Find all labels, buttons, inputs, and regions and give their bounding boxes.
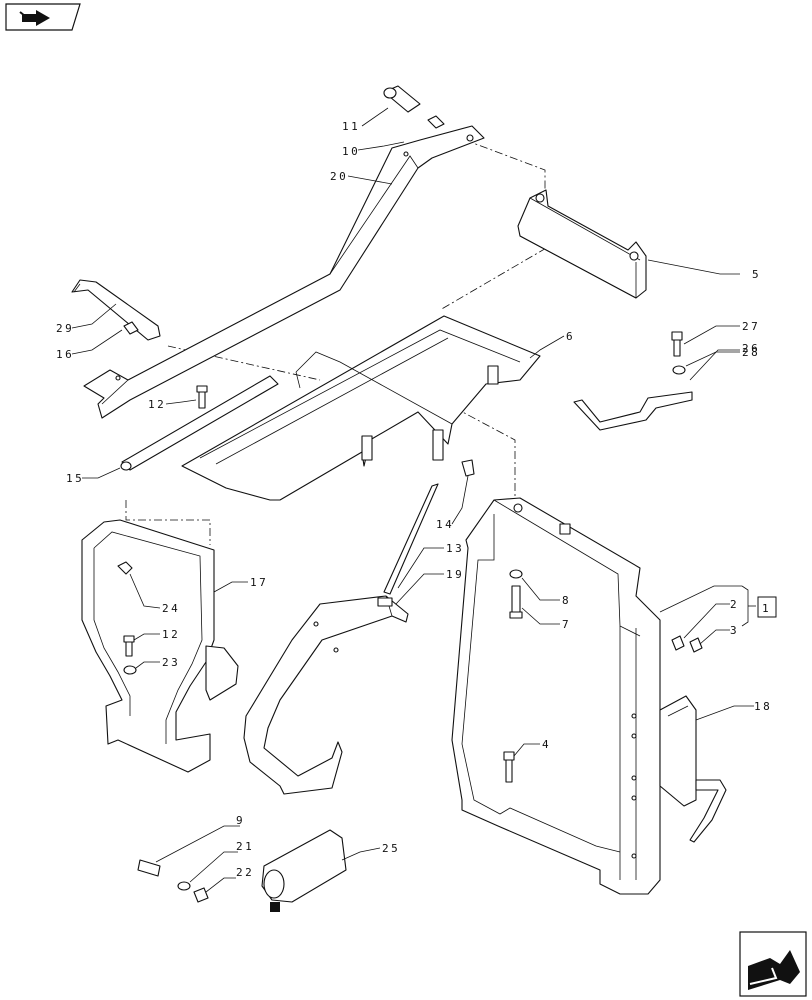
- callout-21: 21: [236, 840, 254, 853]
- main-frame: [451, 497, 661, 895]
- washer-part-21: [177, 881, 191, 891]
- callout-13: 13: [446, 542, 464, 555]
- callout-19: 19: [446, 568, 464, 581]
- screws-parts-2-3: [671, 635, 703, 653]
- screw-part-16: [123, 321, 139, 335]
- callout-12-upper: 12: [148, 398, 166, 411]
- fitting-part-14: [461, 459, 475, 477]
- callout-20: 20: [330, 170, 348, 183]
- callout-2: 2: [730, 598, 739, 611]
- callout-3: 3: [730, 624, 739, 637]
- arm-part-20: [83, 125, 485, 419]
- next-page-arrow-icon[interactable]: [739, 931, 807, 997]
- nut-part-24: [117, 561, 133, 575]
- washer-part-23: [123, 665, 137, 675]
- guard-part-17: [81, 519, 239, 773]
- callout-26: 26: [742, 342, 760, 355]
- callout-17: 17: [250, 576, 268, 589]
- callout-11: 11: [342, 120, 360, 133]
- callout-12-lower: 12: [162, 628, 180, 641]
- callout-box-1: [757, 596, 777, 618]
- bolt-part-19: [377, 597, 393, 607]
- callout-5: 5: [752, 268, 761, 281]
- callout-1: 1: [762, 602, 771, 615]
- callout-6: 6: [566, 330, 575, 343]
- bolt-part-27: [671, 331, 683, 357]
- nut-part-22: [193, 887, 209, 903]
- frame-part-6: [181, 315, 541, 501]
- bolt-part-12-lower: [123, 635, 135, 657]
- plate-part-26: [573, 391, 693, 431]
- callout-15: 15: [66, 472, 84, 485]
- leader-lines: [71, 107, 756, 893]
- callout-18: 18: [754, 700, 772, 713]
- bracket-part-29: [71, 279, 161, 341]
- callout-4: 4: [542, 738, 551, 751]
- callout-9: 9: [236, 814, 245, 827]
- callout-8: 8: [562, 594, 571, 607]
- washer-part-28: [672, 365, 686, 375]
- callout-28: 28: [742, 346, 760, 359]
- pin-part-11: [383, 85, 445, 129]
- callout-labels: 11 10 20 5 27 28 26 29 16 6 12 15 14 13 …: [56, 120, 772, 879]
- rod-part-15: [120, 375, 279, 471]
- callout-27: 27: [742, 320, 760, 333]
- lever-part-13: [243, 483, 439, 795]
- callout-14: 14: [436, 518, 454, 531]
- callout-22: 22: [236, 866, 254, 879]
- hinge-block-part-5: [517, 189, 647, 299]
- callout-29: 29: [56, 322, 74, 335]
- callout-23: 23: [162, 656, 180, 669]
- callout-7: 7: [562, 618, 571, 631]
- bolt-part-7: [509, 585, 523, 619]
- stud-part-9: [137, 859, 161, 877]
- callout-25: 25: [382, 842, 400, 855]
- washer-part-8: [509, 569, 523, 579]
- bolt-part-4: [503, 751, 515, 783]
- callout-10: 10: [342, 145, 360, 158]
- callout-16: 16: [56, 348, 74, 361]
- book-navigation-icon[interactable]: [5, 3, 81, 31]
- bolt-part-12-upper: [196, 385, 208, 409]
- handle-part-18: [659, 695, 727, 843]
- callout-24: 24: [162, 602, 180, 615]
- seal-part-25: [261, 829, 347, 912]
